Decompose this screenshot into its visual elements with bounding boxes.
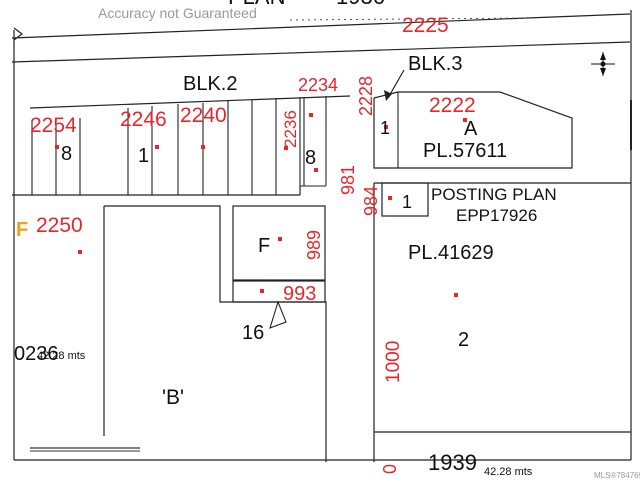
north-arrow-icon [591,52,615,76]
lot-16: 16 [242,322,264,344]
bottom-plan-number: 1939 [428,450,477,475]
scale-label-bottom: 42.28 mts [484,466,533,478]
plan-header-left: PLAN [228,0,285,9]
road-line-bottom [11,41,631,63]
plan-header-right: 1936 [336,0,385,9]
blk3-arrowhead-icon [384,90,392,101]
civic-2234: 2234 [298,75,338,95]
civic-2228: 2228 [356,76,376,116]
civic-2222: 2222 [429,94,476,117]
civic-989: 989 [304,230,324,260]
lot-1-left: 1 [138,145,149,167]
epp-label: EPP17926 [456,206,537,225]
road-dotted [289,17,531,21]
watermark: MLS®784769 [594,471,640,480]
block-label-blk2: BLK.2 [183,73,237,95]
civic-2246: 2246 [120,108,167,131]
plan-pl41629: PL.41629 [408,242,494,264]
civic-2236: 2236 [281,110,300,148]
civic-981: 981 [338,165,358,195]
lot-b: 'B' [162,386,184,409]
lot-a: A [464,118,478,140]
civic-2225: 2225 [402,14,449,37]
left-edge-symbol-icon [13,27,23,41]
lot-8-left: 8 [61,143,72,165]
edge-label-f: F [16,219,28,241]
partial-left-number: 0236 [14,343,59,365]
lot-f-boundary [232,205,326,281]
civic-2240: 2240 [180,104,227,127]
scale-label-overlay: 42.28 mts [37,350,86,362]
civic-1000: 1000 [383,341,404,383]
blk2-strip-top [29,95,351,109]
lot-993-boundary [232,280,326,303]
lot-f: F [258,235,270,257]
lot-1-blk3: 1 [380,118,390,138]
bottom-red-fragment: 0 [380,464,400,474]
road-line-top [11,13,631,39]
civic-993: 993 [283,283,316,305]
plan-pl57611: PL.57611 [423,140,507,162]
lot-b-boundary [103,205,327,462]
parcel-markers [55,113,467,297]
block-label-blk3: BLK.3 [408,53,462,75]
lot16-arrow-icon [269,300,287,329]
lot-1-posting: 1 [402,192,412,212]
accuracy-note: Accuracy not Guaranteed [98,5,257,21]
civic-2250: 2250 [36,214,83,237]
civic-2254: 2254 [30,114,77,137]
posting-plan-label: POSTING PLAN [431,185,557,204]
civic-984: 984 [361,186,381,216]
lot-2: 2 [458,329,469,351]
lot-8-right: 8 [305,147,316,169]
